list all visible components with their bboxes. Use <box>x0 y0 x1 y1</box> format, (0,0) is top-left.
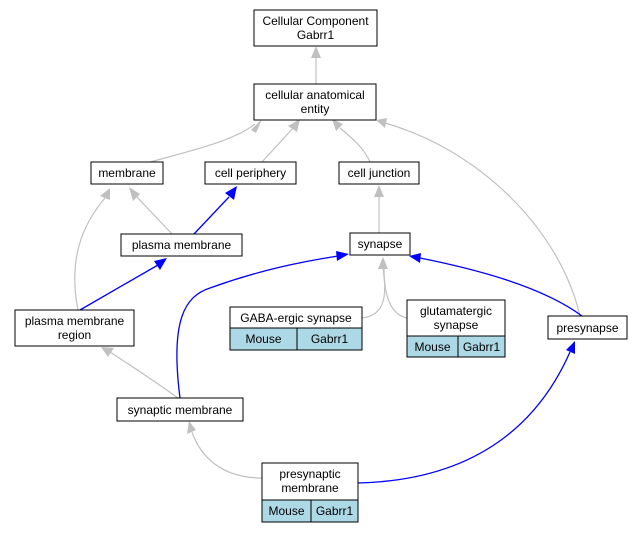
node-glutamatergic-synapse[interactable]: glutamatergic synapse Mouse Gabrr1 <box>406 299 506 358</box>
node-presynapse[interactable]: presynapse <box>547 315 628 340</box>
node-plasma-membrane-region-line-2: region <box>58 328 91 342</box>
node-synapse-label: synapse <box>358 237 403 251</box>
node-cellular-component-line-2: Gabrr1 <box>297 28 335 42</box>
node-cellular-anatomical-entity-line-1: cellular anatomical <box>265 88 364 102</box>
annotation-cell-gene <box>457 335 506 358</box>
node-cellular-component-line-1: Cellular Component <box>262 14 369 28</box>
node-presynaptic-membrane[interactable]: presynaptic membrane Mouse Gabrr1 <box>261 462 359 523</box>
edge-presynapse-to-cellular-anatomical-entity <box>376 118 581 317</box>
node-cellular-anatomical-entity[interactable]: cellular anatomical entity <box>253 83 377 121</box>
node-cell-junction-label: cell junction <box>348 166 411 180</box>
node-presynaptic-membrane-species: Mouse <box>268 504 304 518</box>
edge-gaba-ergic-synapse-to-synapse <box>361 257 388 319</box>
node-plasma-membrane-region[interactable]: plasma membrane region <box>14 309 135 347</box>
edge-cell-junction-to-cellular-anatomical-entity <box>332 119 371 163</box>
edges-layer <box>74 46 583 484</box>
edge-plasma-membrane-region-to-membrane <box>74 188 110 311</box>
edge-synaptic-membrane-to-plasma-membrane-region <box>101 347 179 399</box>
node-synaptic-membrane-label: synaptic membrane <box>128 403 233 417</box>
annotation-cell-gene <box>296 327 363 351</box>
node-cellular-component[interactable]: Cellular Component Gabrr1 <box>253 9 378 47</box>
edge-cellular-anatomical-entity-to-cellular-component <box>311 46 321 84</box>
node-plasma-membrane-label: plasma membrane <box>132 238 232 252</box>
edge-presynaptic-membrane-to-synaptic-membrane <box>187 421 263 479</box>
node-cell-junction[interactable]: cell junction <box>338 161 420 185</box>
edge-plasma-membrane-to-cell-periphery <box>193 186 237 235</box>
node-glutamatergic-synapse-line-2: synapse <box>434 318 479 332</box>
node-plasma-membrane[interactable]: plasma membrane <box>120 233 243 257</box>
node-cell-periphery-label: cell periphery <box>215 166 286 180</box>
node-gaba-ergic-synapse-label: GABA-ergic synapse <box>240 311 352 325</box>
node-membrane[interactable]: membrane <box>90 161 164 185</box>
node-presynaptic-membrane-gene: Gabrr1 <box>316 504 354 518</box>
node-gaba-ergic-synapse[interactable]: GABA-ergic synapse Mouse Gabrr1 <box>229 306 363 351</box>
edge-plasma-membrane-region-to-plasma-membrane <box>79 258 167 311</box>
annotation-cell-gene <box>310 499 359 523</box>
edge-glutamatergic-synapse-to-synapse <box>383 267 408 319</box>
edge-cell-periphery-to-cellular-anatomical-entity <box>261 119 300 163</box>
node-glutamatergic-synapse-species: Mouse <box>414 340 450 354</box>
node-plasma-membrane-region-line-1: plasma membrane <box>25 314 125 328</box>
node-glutamatergic-synapse-gene: Gabrr1 <box>463 340 501 354</box>
node-presynaptic-membrane-line-2: membrane <box>281 481 339 495</box>
edge-synapse-to-cell-junction <box>374 185 384 233</box>
edge-synaptic-membrane-to-synapse <box>176 251 349 399</box>
node-gaba-ergic-synapse-species: Mouse <box>245 332 281 346</box>
node-glutamatergic-synapse-line-1: glutamatergic <box>420 304 492 318</box>
edge-presynaptic-membrane-to-presynapse <box>357 341 575 484</box>
node-presynaptic-membrane-line-1: presynaptic <box>279 467 340 481</box>
node-synapse[interactable]: synapse <box>349 232 411 256</box>
node-gaba-ergic-synapse-gene: Gabrr1 <box>311 332 349 346</box>
edge-membrane-to-cellular-anatomical-entity <box>149 119 262 163</box>
node-cellular-anatomical-entity-line-2: entity <box>301 102 330 116</box>
edge-presynapse-to-synapse <box>409 253 583 317</box>
node-cell-periphery[interactable]: cell periphery <box>204 161 297 185</box>
nodes-layer: Cellular Component Gabrr1 cellular anato… <box>14 9 628 523</box>
node-presynapse-label: presynapse <box>556 321 618 335</box>
node-synaptic-membrane[interactable]: synaptic membrane <box>116 397 244 422</box>
node-membrane-label: membrane <box>98 166 156 180</box>
edge-plasma-membrane-to-membrane <box>129 187 173 235</box>
